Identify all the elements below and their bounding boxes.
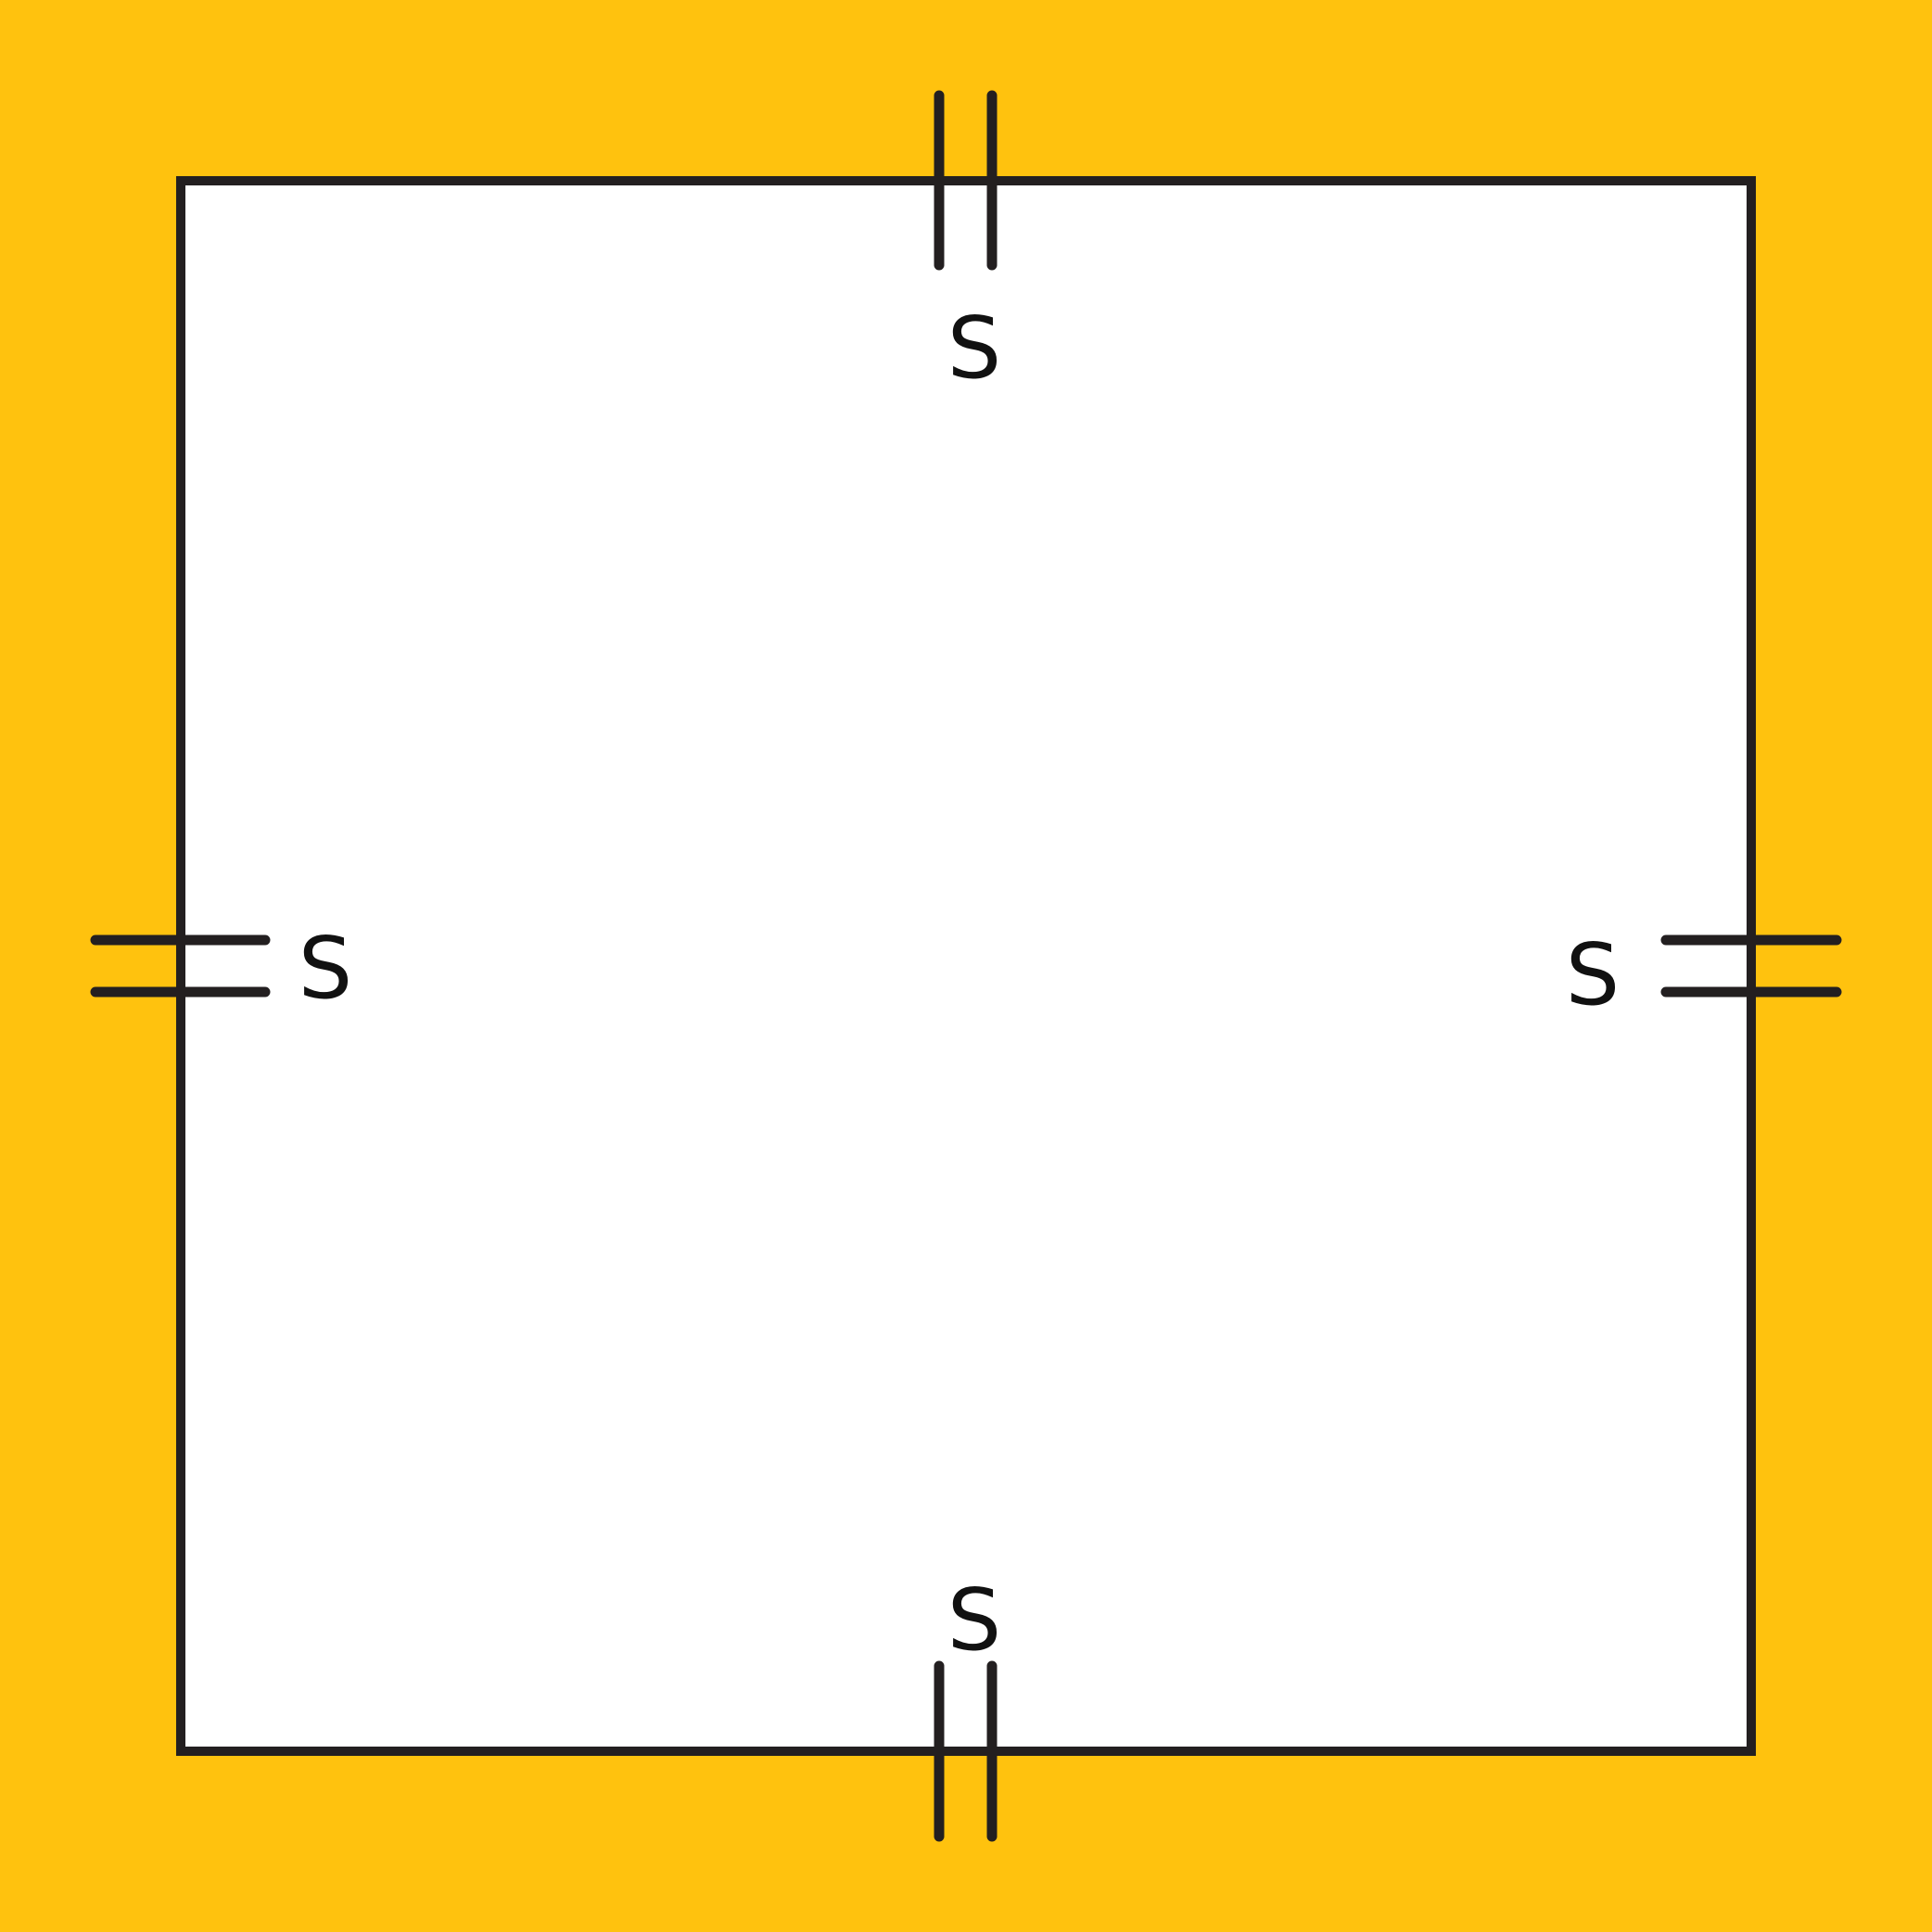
- square-shape: [176, 176, 1756, 1756]
- side-label-bottom: S: [947, 1570, 1001, 1670]
- side-label-top: S: [947, 299, 1001, 398]
- side-label-left: S: [299, 919, 352, 1018]
- side-label-right: S: [1566, 925, 1620, 1024]
